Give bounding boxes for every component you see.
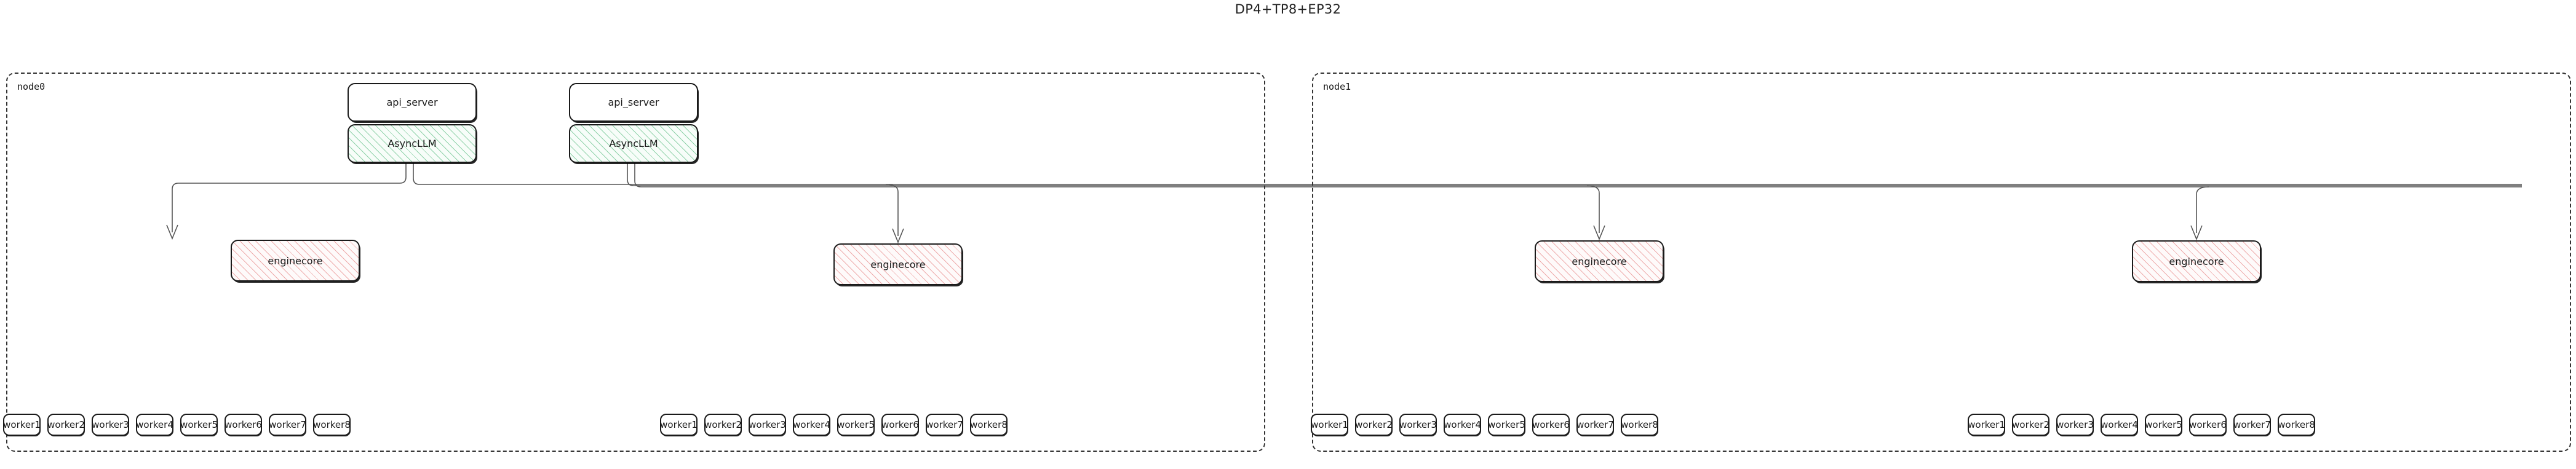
worker-box[interactable]: worker1 <box>3 414 41 436</box>
asyncllm-box[interactable]: AsyncLLM <box>348 124 477 163</box>
enginecore-box[interactable]: enginecore <box>833 243 963 285</box>
worker-box[interactable]: worker5 <box>180 414 218 436</box>
worker-box[interactable]: worker3 <box>749 414 786 436</box>
worker-box[interactable]: worker2 <box>1355 414 1393 436</box>
worker-box[interactable]: worker3 <box>92 414 129 436</box>
worker-box[interactable]: worker1 <box>660 414 698 436</box>
enginecore-box[interactable]: enginecore <box>2132 240 2261 282</box>
worker-box[interactable]: worker5 <box>2145 414 2182 436</box>
api-server-box[interactable]: api_server <box>348 83 477 122</box>
cluster-node1 <box>1312 73 2571 452</box>
worker-box[interactable]: worker4 <box>1444 414 1481 436</box>
worker-box[interactable]: worker3 <box>1399 414 1437 436</box>
worker-box[interactable]: worker5 <box>837 414 875 436</box>
worker-box[interactable]: worker8 <box>970 414 1008 436</box>
worker-box[interactable]: worker7 <box>2233 414 2271 436</box>
worker-box[interactable]: worker7 <box>926 414 963 436</box>
worker-box[interactable]: worker8 <box>313 414 351 436</box>
cluster-label-node1: node1 <box>1323 81 1351 92</box>
worker-box[interactable]: worker4 <box>2101 414 2138 436</box>
worker-box[interactable]: worker3 <box>2056 414 2094 436</box>
worker-box[interactable]: worker6 <box>881 414 919 436</box>
enginecore-box[interactable]: enginecore <box>231 240 360 282</box>
cluster-node0 <box>6 73 1265 452</box>
worker-box[interactable]: worker1 <box>1311 414 1348 436</box>
worker-box[interactable]: worker6 <box>225 414 262 436</box>
worker-box[interactable]: worker1 <box>1968 414 2005 436</box>
worker-box[interactable]: worker2 <box>704 414 742 436</box>
worker-box[interactable]: worker2 <box>47 414 85 436</box>
worker-box[interactable]: worker2 <box>2012 414 2049 436</box>
worker-box[interactable]: worker8 <box>1621 414 1658 436</box>
worker-box[interactable]: worker5 <box>1488 414 1525 436</box>
page-title: DP4+TP8+EP32 <box>1234 2 1342 17</box>
worker-box[interactable]: worker4 <box>136 414 173 436</box>
cluster-label-node0: node0 <box>17 81 46 92</box>
worker-box[interactable]: worker4 <box>793 414 830 436</box>
worker-box[interactable]: worker7 <box>269 414 306 436</box>
worker-box[interactable]: worker7 <box>1576 414 1614 436</box>
enginecore-box[interactable]: enginecore <box>1535 240 1664 282</box>
api-server-box[interactable]: api_server <box>569 83 698 122</box>
asyncllm-box[interactable]: AsyncLLM <box>569 124 698 163</box>
worker-box[interactable]: worker6 <box>2189 414 2227 436</box>
worker-box[interactable]: worker6 <box>1532 414 1570 436</box>
worker-box[interactable]: worker8 <box>2278 414 2315 436</box>
